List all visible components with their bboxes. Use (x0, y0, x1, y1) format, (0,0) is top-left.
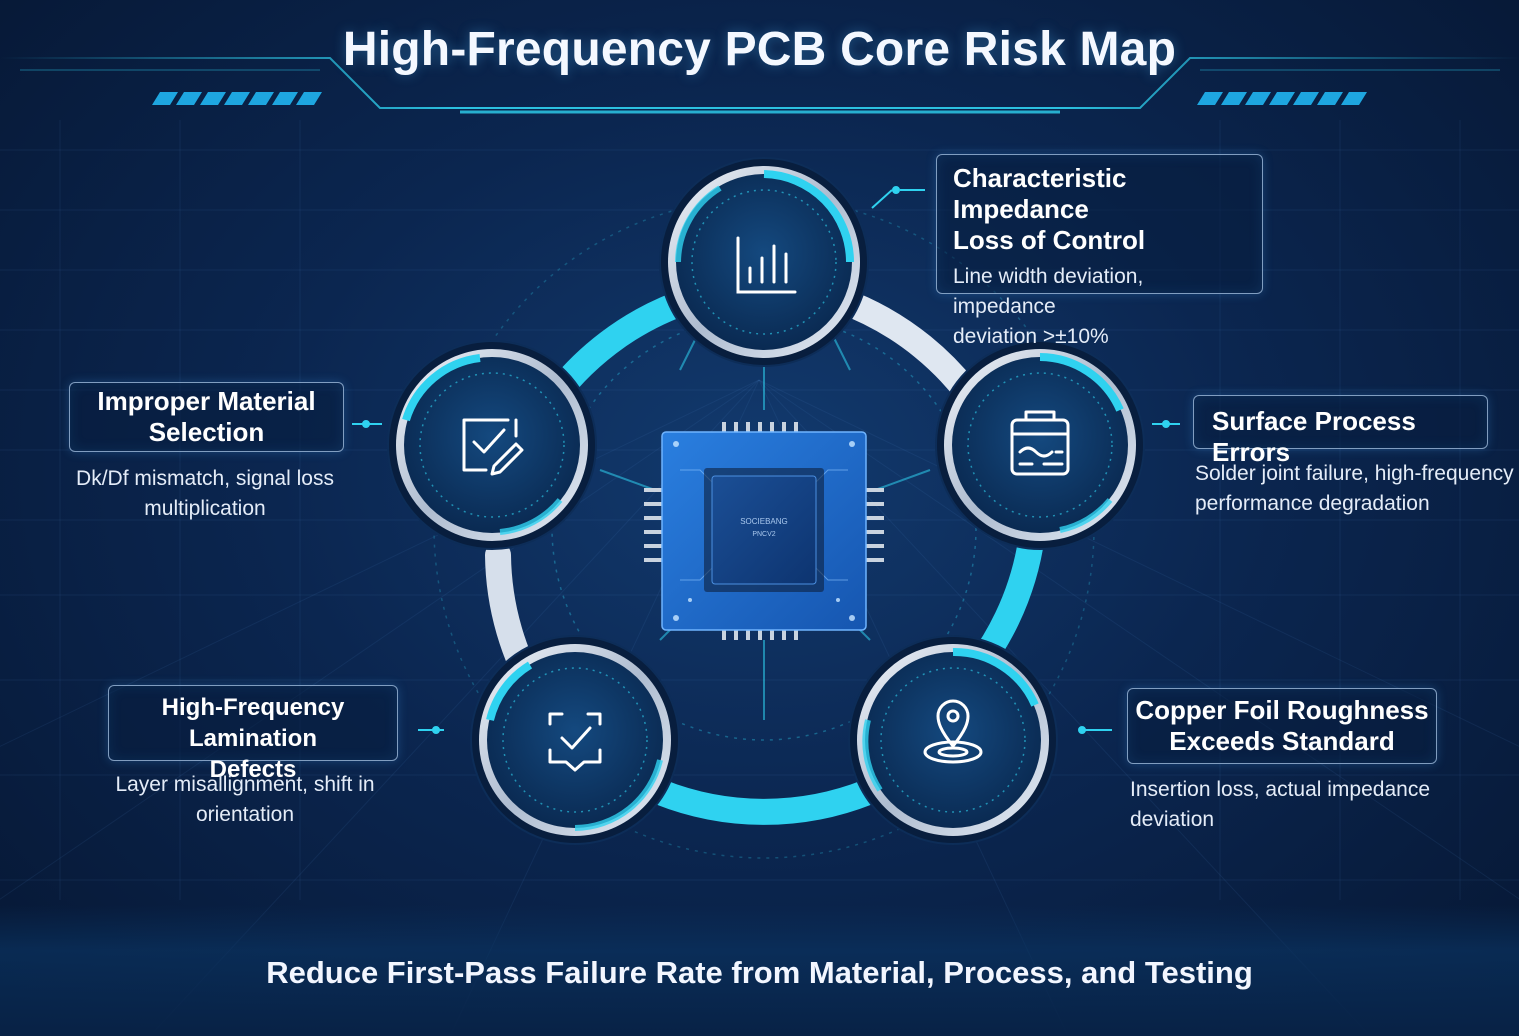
risk-title-material-2: Selection (148, 417, 265, 447)
risk-card-impedance: Characteristic Impedance Loss of Control… (936, 154, 1263, 348)
chip-label-1: SOCIEBANG (740, 517, 788, 526)
risk-title-lamination-2: Defects (209, 756, 297, 783)
risk-card-material: Improper Material Selection (69, 382, 344, 452)
risk-desc-copper-1: Insertion loss, actual impedance (1130, 778, 1430, 801)
page-title: High-Frequency PCB Core Risk Map (342, 23, 1177, 76)
footer-band (0, 905, 1519, 1036)
risk-desc-copper: Insertion loss, actual impedance deviati… (1130, 775, 1470, 835)
risk-title-impedance-2: Loss of Control (953, 225, 1146, 255)
risk-desc-lamination-1: Layer misallignment, shift in (115, 773, 375, 796)
risk-node-impedance[interactable] (659, 157, 869, 367)
risk-desc-impedance-2: deviation >±10% (953, 325, 1109, 348)
risk-desc-material-2: multiplication (144, 497, 266, 520)
bar-chart-icon (736, 236, 797, 294)
risk-desc-copper-2: deviation (1130, 808, 1215, 831)
risk-title-copper-1: Copper Foil Roughness (1135, 695, 1429, 725)
risk-card-surface: Surface Process Errors (1193, 395, 1488, 467)
risk-title-impedance-1: Characteristic Impedance (953, 163, 1127, 224)
risk-card-copper: Copper Foil Roughness Exceeds Standard (1127, 688, 1437, 764)
risk-desc-surface: Solder joint failure, high-frequency per… (1195, 459, 1515, 519)
risk-node-copper[interactable] (848, 635, 1058, 845)
risk-title-surface-1: Surface Process Errors (1212, 406, 1416, 467)
risk-title-copper-2: Exceeds Standard (1169, 726, 1395, 756)
location-pin-icon (923, 699, 983, 764)
risk-node-material[interactable] (387, 340, 597, 550)
checklist-edit-icon (462, 418, 524, 476)
center-pcb-chip: SOCIEBANG PNCV2 (644, 422, 884, 640)
risk-title-material-1: Improper Material (97, 386, 316, 416)
clipboard-wave-icon (1010, 410, 1070, 476)
risk-desc-lamination: Layer misallignment, shift in orientatio… (90, 770, 400, 830)
chip-label-2: PNCV2 (752, 531, 775, 538)
risk-title-lamination-1: High-Frequency Lamination (161, 694, 345, 752)
header-decoration (0, 57, 1519, 114)
risk-desc-impedance-1: Line width deviation, impedance (953, 265, 1144, 318)
footer-tagline: Reduce First-Pass Failure Rate from Mate… (266, 955, 1253, 990)
footer-divider (60, 934, 1460, 936)
risk-desc-material-1: Dk/Df mismatch, signal loss (76, 467, 334, 490)
risk-node-lamination[interactable] (470, 635, 680, 845)
risk-card-lamination: High-Frequency Lamination Defects (108, 685, 398, 783)
risk-desc-surface-1: Solder joint failure, high-frequency (1195, 462, 1514, 485)
scan-check-icon (548, 712, 602, 772)
risk-desc-surface-2: performance degradation (1195, 492, 1430, 515)
risk-desc-material: Dk/Df mismatch, signal loss multiplicati… (40, 464, 370, 524)
risk-desc-lamination-2: orientation (195, 803, 295, 826)
risk-node-surface[interactable] (935, 340, 1145, 550)
card-connectors (352, 186, 1180, 734)
